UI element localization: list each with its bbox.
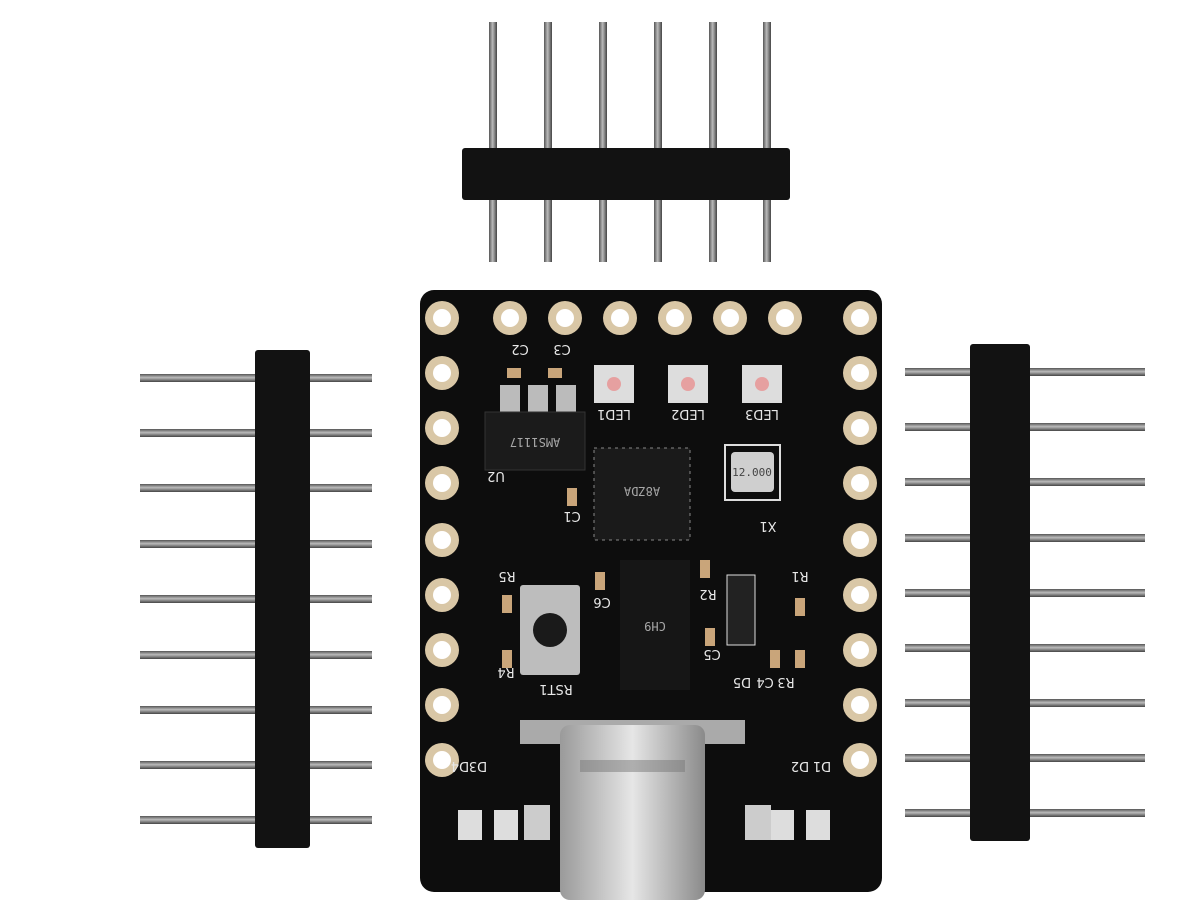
reset-button[interactable]: [520, 585, 580, 675]
header-pin: [654, 22, 662, 262]
castellated-pads: [425, 301, 877, 777]
silkscreen-label-d1: D1: [813, 758, 831, 773]
silkscreen-label-c1: C1: [563, 508, 580, 523]
right-pin-header: [905, 344, 1145, 841]
silkscreen-label-x1: X1: [759, 518, 776, 533]
silkscreen-label-led1: LED1: [597, 406, 631, 421]
usb-serial-chip: CH9: [620, 560, 690, 690]
silkscreen-label-r4: R4: [497, 664, 514, 679]
silkscreen-label-c2: C2: [511, 341, 528, 356]
header-housing: [255, 350, 310, 848]
header-pin: [709, 22, 717, 262]
silkscreen-label-rst1: RST1: [539, 681, 573, 696]
mcu-marking: A8ZDA: [623, 484, 660, 498]
silkscreen-label-c6: C6: [593, 594, 610, 609]
silkscreen-label-d3: D3: [469, 758, 487, 773]
silkscreen-label-c4: C4: [756, 674, 773, 689]
silkscreen-label-c3: C3: [553, 341, 570, 356]
silkscreen-label-led3: LED3: [745, 406, 779, 421]
silkscreen-label-r2: R2: [699, 586, 716, 601]
silkscreen-label-r3: R3: [777, 674, 794, 689]
silkscreen-label-d2: D2: [791, 758, 809, 773]
silkscreen-label-u2: U2: [487, 468, 505, 483]
silkscreen-label-r1: R1: [791, 568, 808, 583]
silkscreen-label-led2: LED2: [671, 406, 705, 421]
side-leds: [458, 805, 830, 840]
voltage-regulator-chip: AMS1117: [484, 385, 586, 471]
silkscreen-label-r5: R5: [498, 568, 515, 583]
top-pin-header: [462, 22, 790, 262]
header-pin: [489, 22, 497, 262]
pcb-board: AMS1117 A8ZDA 12.000 CH9: [420, 290, 882, 900]
header-pin: [599, 22, 607, 262]
microcontroller-chip: A8ZDA: [593, 447, 691, 541]
regulator-marking: AMS1117: [510, 435, 561, 449]
header-housing: [970, 344, 1030, 841]
silkscreen-label-d4: D4: [451, 758, 469, 773]
passive-components: [502, 368, 805, 668]
left-pin-header: [140, 350, 372, 848]
led-row: [594, 365, 782, 403]
crystal-marking: 12.000: [732, 466, 772, 479]
silkscreen-label-d5: D5: [733, 674, 751, 689]
usb-chip-marking: CH9: [644, 619, 666, 633]
header-pin: [763, 22, 771, 262]
crystal-oscillator: 12.000: [724, 444, 781, 501]
usb-c-connector[interactable]: [520, 720, 745, 900]
silkscreen-label-c5: C5: [703, 646, 720, 661]
header-pin: [544, 22, 552, 262]
header-housing: [462, 148, 790, 200]
